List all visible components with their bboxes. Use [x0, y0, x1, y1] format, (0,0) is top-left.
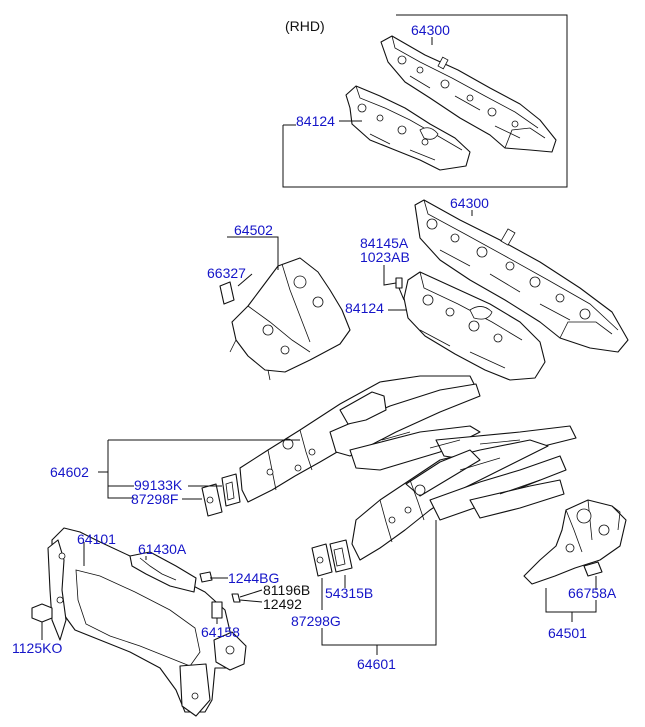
clip-84145a	[395, 277, 403, 289]
label-1125ko: 1125KO	[12, 640, 62, 656]
part-66327	[219, 281, 235, 305]
label-1023ab: 1023AB	[360, 249, 410, 265]
part-64602	[239, 375, 577, 503]
part-81196b	[231, 589, 263, 603]
part-84124-rhd	[345, 85, 471, 171]
label-64502: 64502	[234, 222, 273, 238]
label-64300: 64300	[450, 195, 489, 211]
label-12492: 12492	[263, 596, 302, 612]
group-64602: 64602 99133K 87298F	[50, 375, 577, 517]
label-64501: 64501	[548, 625, 587, 641]
part-64501	[523, 499, 627, 585]
part-1125ko	[31, 603, 53, 640]
rhd-inset: (RHD) 64300 84124	[282, 14, 568, 188]
rhd-frame	[282, 14, 568, 188]
rhd-variant-label: (RHD)	[285, 18, 325, 34]
part-64300	[414, 199, 629, 353]
label-1244bg: 1244BG	[228, 570, 279, 586]
part-64158	[211, 601, 223, 624]
group-dash-panel: 64300 84145A 1023AB 84124	[345, 195, 629, 381]
label-99133k: 99133K	[134, 477, 183, 493]
part-66758a	[583, 561, 603, 577]
label-64602: 64602	[50, 464, 89, 480]
label-54315b: 54315B	[325, 585, 373, 601]
label-64158: 64158	[201, 624, 240, 640]
part-64601	[351, 439, 567, 561]
part-84124	[403, 271, 546, 381]
group-64501: 66758A 64501	[523, 499, 627, 641]
label-87298g: 87298G	[291, 613, 341, 629]
label-81196b: 81196B	[263, 582, 310, 598]
label-64300-rhd: 64300	[411, 22, 450, 38]
part-64502	[229, 257, 351, 381]
label-84124: 84124	[345, 300, 384, 316]
label-64101: 64101	[77, 531, 116, 547]
label-64601: 64601	[357, 656, 396, 672]
label-61430a: 61430A	[138, 541, 187, 557]
label-84124-rhd: 84124	[296, 113, 335, 129]
part-64101	[47, 527, 247, 717]
label-66758a: 66758A	[568, 585, 617, 601]
label-87298f: 87298F	[131, 491, 178, 507]
part-1244bg	[199, 571, 228, 583]
part-64300-rhd	[380, 35, 557, 153]
label-84145a: 84145A	[360, 235, 409, 251]
group-64601: 54315B 87298G 64601	[291, 439, 567, 672]
label-66327: 66327	[207, 265, 246, 281]
group-64502: 64502 66327	[207, 222, 351, 381]
group-64101: 64101 61430A 1244BG 81196B 12492 64158 1…	[12, 527, 310, 717]
part-61430a	[129, 551, 197, 593]
